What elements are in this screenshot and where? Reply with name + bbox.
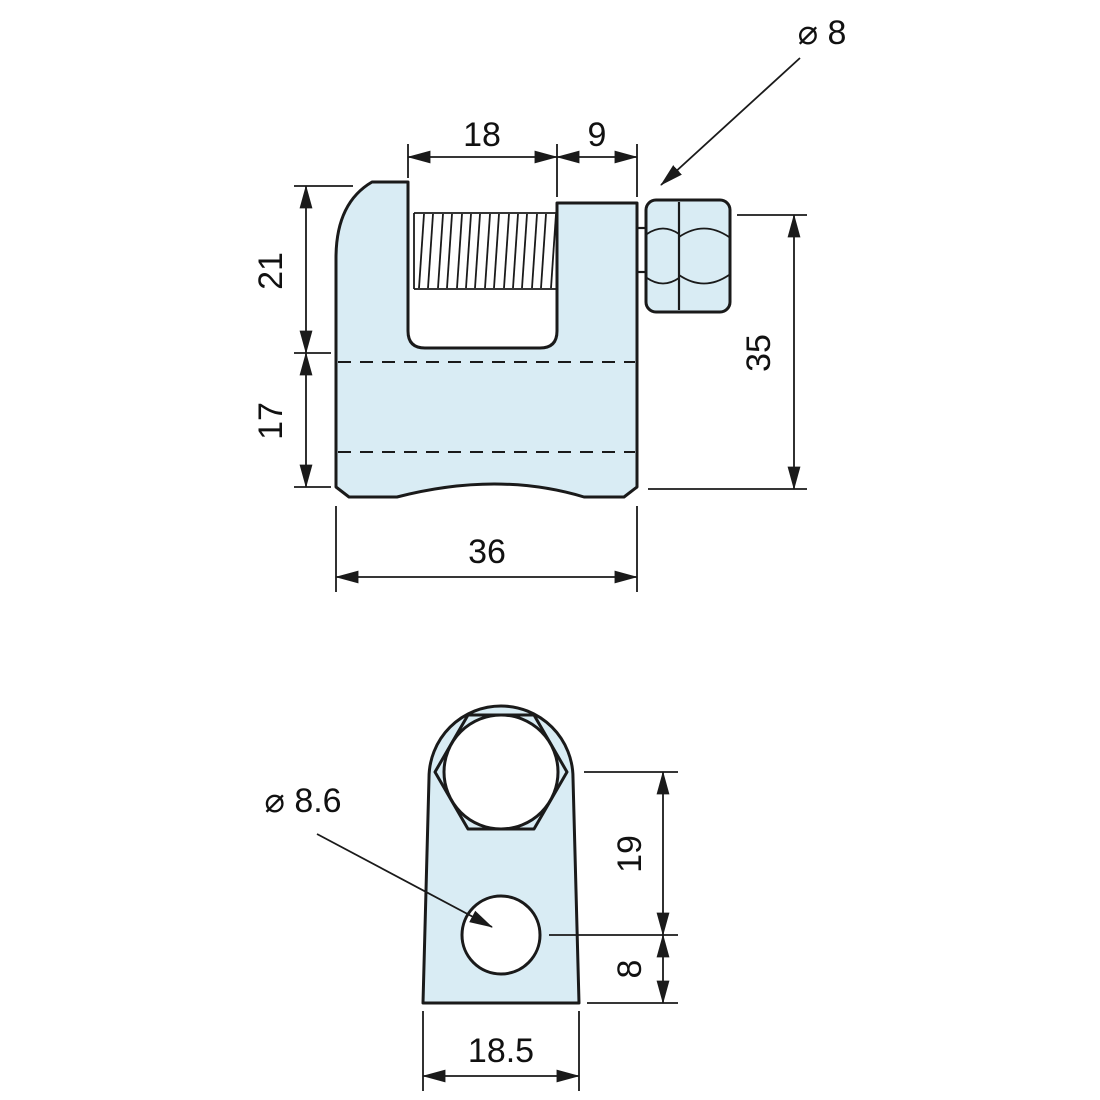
nut-chamfer-arc	[646, 277, 680, 285]
bolt-end-circle	[442, 713, 560, 831]
bolt-diameter-callout: ⌀ 8	[660, 14, 847, 186]
hole-diameter-label: ⌀ 8.6	[264, 782, 341, 820]
thread-line	[550, 213, 557, 289]
mounting-hole	[460, 894, 542, 976]
dim-value-18: 18	[463, 116, 501, 154]
thread-line	[418, 213, 425, 289]
nut-chamfer-arc	[678, 227, 730, 238]
dim-thread-length: 18	[407, 116, 558, 197]
dim-value-9: 9	[588, 116, 607, 154]
hole-diameter-callout: ⌀ 8.6	[264, 782, 493, 928]
thread-line	[503, 213, 510, 289]
leader-line	[316, 833, 493, 928]
dim-lower-height: 17	[252, 352, 331, 488]
side-view: 18 9 ⌀ 8 21	[252, 14, 846, 592]
thread-line	[531, 213, 538, 289]
thread-line	[465, 213, 472, 289]
dim-value-36: 36	[468, 533, 506, 571]
dim-value-17: 17	[252, 402, 290, 440]
thread-line	[493, 213, 500, 289]
dim-overall-width: 36	[335, 506, 638, 592]
leader-line	[660, 57, 801, 186]
nut-outline	[644, 198, 732, 314]
bolt-threads	[413, 212, 557, 290]
thread-line	[521, 213, 528, 289]
dim-top-to-hole: 19	[549, 771, 678, 936]
thread-line	[427, 213, 434, 289]
dim-right-height: 35	[648, 214, 807, 490]
thread-line	[474, 213, 481, 289]
clamp-body	[334, 180, 639, 499]
thread-line	[456, 213, 463, 289]
thread-line	[437, 213, 444, 289]
dim-value-19: 19	[611, 835, 649, 873]
bolt-diameter-label: ⌀ 8	[798, 14, 847, 52]
nut-chamfer-arc	[646, 227, 680, 235]
dim-base-width: 18.5	[422, 1011, 580, 1091]
thread-line	[446, 213, 453, 289]
thread-line	[512, 213, 519, 289]
dim-value-35: 35	[740, 334, 778, 372]
dim-value-18-5: 18.5	[468, 1032, 534, 1070]
nut-chamfer-arc	[678, 274, 730, 285]
dim-value-8: 8	[611, 960, 649, 979]
hex-nut-side	[644, 198, 732, 314]
hex-nut-front	[433, 713, 569, 831]
thread-line	[484, 213, 491, 289]
thread-line	[540, 213, 547, 289]
front-view: ⌀ 8.6 19 8 18.5	[264, 704, 678, 1091]
dim-value-21: 21	[252, 252, 290, 290]
dim-jaw-width: 9	[556, 116, 638, 197]
dim-hole-to-base: 8	[587, 934, 678, 1004]
